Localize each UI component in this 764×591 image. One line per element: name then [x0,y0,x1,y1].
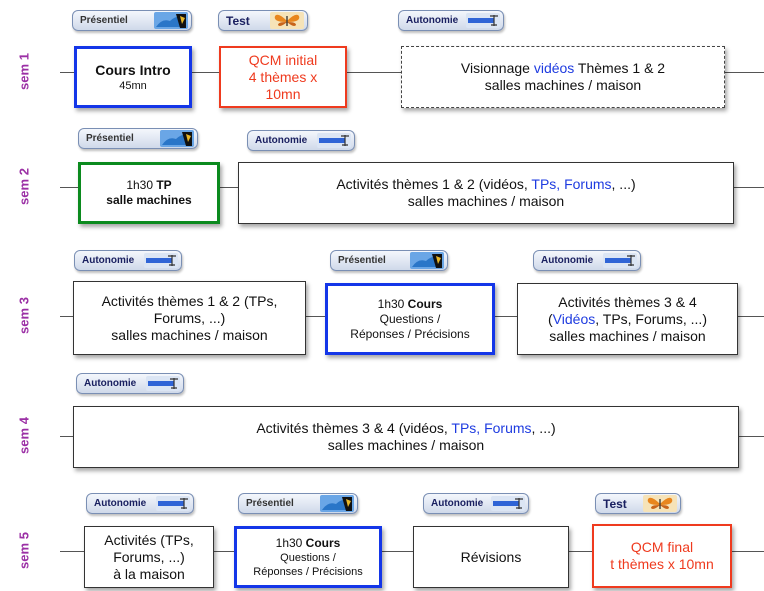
activites-box: Activités (TPs, Forums, ...) à la maison [84,526,214,588]
autonomie-tag: Autonomie [74,250,182,271]
box-line: Activités (TPs, [104,531,194,548]
tag-label: Test [226,13,250,28]
week-label: sem 5 [16,532,32,569]
globe-icon [410,252,444,269]
box-line: t thèmes x 10mn [610,556,714,572]
tps-forums-link[interactable]: TPs, Forums [451,420,532,436]
box-line: 1h30 TP [126,178,172,192]
box-line: Activités thèmes 1 & 2 (TPs, [101,292,278,309]
box-line: Activités thèmes 1 & 2 (vidéos, TPs, For… [336,176,636,192]
box-line: salles machines / maison [111,326,268,343]
box-line: 10mn [265,85,301,102]
box-line: 4 thèmes x [248,68,318,85]
cours-box: 1h30 Cours Questions / Réponses / Précis… [234,526,382,588]
box-line: Activités thèmes 3 & 4 (vidéos, TPs, For… [256,420,556,436]
autonomy-icon [146,375,180,392]
autonomy-icon [466,12,500,29]
week-label: sem 2 [16,168,32,205]
tag-label: Présentiel [338,255,386,266]
box-line: Forums, ...) [113,548,185,565]
week-label: sem 4 [16,417,32,454]
week-label: sem 1 [16,53,32,90]
box-line: 1h30 Cours [377,296,443,311]
globe-icon [320,495,354,512]
tag-label: Autonomie [541,255,594,266]
box-duration: 45mn [119,79,147,92]
videos-link[interactable]: vidéos [533,60,575,76]
test-tag: Test [218,10,308,31]
test-tag: Test [595,493,681,514]
autonomie-tag: Autonomie [423,493,529,514]
tag-label: Autonomie [82,255,135,266]
activites-box: Activités thèmes 1 & 2 (vidéos, TPs, For… [238,162,734,224]
tps-forums-link[interactable]: TPs, Forums [531,176,612,192]
activites-box: Activités thèmes 3 & 4 (vidéos, TPs, For… [73,406,739,468]
activites-box: Activités thèmes 1 & 2 (TPs, Forums, ...… [73,281,306,355]
autonomy-icon [603,252,637,269]
butterfly-icon [643,495,677,512]
box-line: salles machines / maison [327,437,485,453]
autonomy-icon [491,495,525,512]
box-line: salles machines / maison [484,77,642,93]
globe-icon [160,130,194,147]
box-line: (Vidéos, TPs, Forums, ...) [548,310,707,327]
tag-label: Autonomie [431,498,484,509]
box-line: Visionnage vidéos Thèmes 1 & 2 [460,60,666,76]
autonomie-tag: Autonomie [398,10,504,31]
qcm-initial-box: QCM initial 4 thèmes x 10mn [219,46,347,108]
autonomie-tag: Autonomie [86,493,194,514]
box-line: Réponses / Précisions [350,326,470,341]
autonomy-icon [317,132,351,149]
presentiel-tag: Présentiel [78,128,198,149]
timeline-line [60,551,764,552]
activites-box: Activités thèmes 3 & 4 (Vidéos, TPs, For… [517,283,738,355]
presentiel-tag: Présentiel [72,10,192,31]
tp-box: 1h30 TP salle machines [78,162,220,224]
videos-link[interactable]: Vidéos [552,310,596,327]
tag-label: Autonomie [94,498,147,509]
box-line: Questions / [280,551,336,564]
box-line: Forums, ...) [153,309,226,326]
presentiel-tag: Présentiel [330,250,448,271]
box-title: Cours Intro [95,61,171,78]
tag-label: Autonomie [255,135,308,146]
cours-intro-box: Cours Intro 45mn [74,46,192,108]
tag-label: Présentiel [246,498,294,509]
tag-label: Autonomie [406,15,459,26]
butterfly-icon [270,12,304,29]
autonomy-icon [144,252,178,269]
autonomie-tag: Autonomie [247,130,355,151]
box-line: QCM final [630,539,694,555]
globe-icon [154,12,188,29]
visionnage-box: Visionnage vidéos Thèmes 1 & 2 salles ma… [401,46,725,108]
box-line: Révisions [460,548,522,565]
tag-label: Présentiel [80,15,128,26]
box-line: Réponses / Précisions [253,565,363,578]
box-line: 1h30 Cours [275,535,341,550]
autonomie-tag: Autonomie [533,250,641,271]
box-line: Activités thèmes 3 & 4 [558,293,697,310]
box-line: salles machines / maison [549,327,706,344]
box-line: Questions / [379,311,441,326]
box-line: QCM initial [248,51,318,68]
qcm-final-box: QCM final t thèmes x 10mn [592,524,732,588]
presentiel-tag: Présentiel [238,493,358,514]
autonomy-icon [156,495,190,512]
box-line: salles machines / maison [407,193,565,209]
tag-label: Autonomie [84,378,137,389]
tag-label: Test [603,496,627,511]
tag-label: Présentiel [86,133,134,144]
week-label: sem 3 [16,297,32,334]
box-line: salle machines [106,193,192,207]
autonomie-tag: Autonomie [76,373,184,394]
box-line: à la maison [113,565,185,582]
revisions-box: Révisions [413,526,569,588]
cours-box: 1h30 Cours Questions / Réponses / Précis… [325,283,495,355]
